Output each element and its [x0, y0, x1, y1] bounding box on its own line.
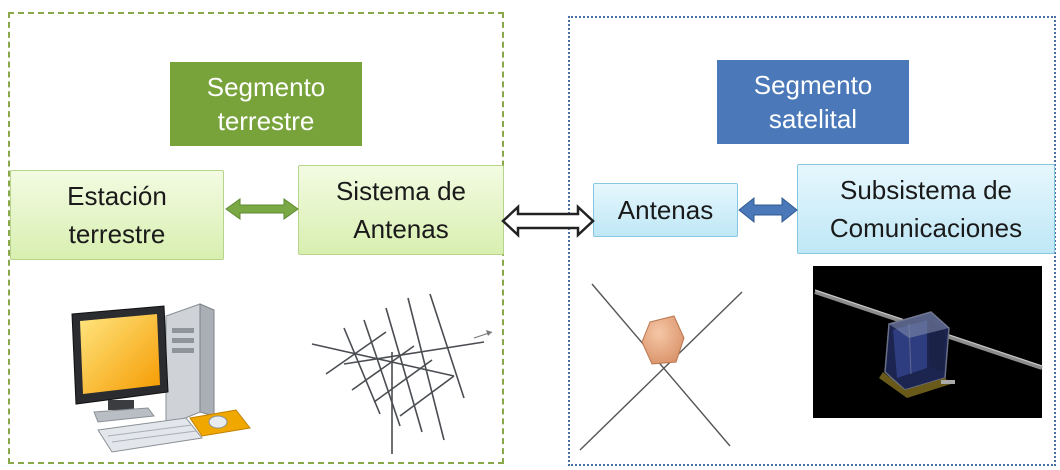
antenna-system-line-2: Antenas: [353, 214, 449, 244]
space-segment-frame: [568, 16, 1056, 466]
ground-title-line-2: terrestre: [217, 106, 315, 136]
desktop-computer-icon: [71, 303, 251, 453]
antenna-system-node: Sistema de Antenas: [298, 165, 504, 255]
ground-station-node: Estación terrestre: [10, 170, 224, 260]
satellite-antennas-node: Antenas: [593, 183, 738, 237]
ground-station-line-1: Estación: [67, 181, 167, 211]
antenna-system-line-1: Sistema de: [335, 176, 467, 206]
satellite-antennas-label: Antenas: [617, 195, 714, 225]
satellite-photo: [813, 266, 1043, 418]
ground-station-line-2: terrestre: [68, 219, 166, 249]
yagi-antenna-icon: [311, 293, 493, 454]
space-segment-title: Segmento satelital: [717, 60, 909, 144]
ground-title-line-1: Segmento: [206, 72, 326, 102]
ground-segment-title: Segmento terrestre: [170, 62, 362, 146]
green-double-arrow: [225, 198, 299, 220]
cross-dipole-antenna-icon: [579, 283, 743, 451]
comms-subsystem-node: Subsistema de Comunicaciones: [797, 164, 1055, 254]
comms-subsystem-line-1: Subsistema de: [840, 175, 1012, 205]
blue-double-arrow: [738, 196, 798, 224]
space-title-line-2: satelital: [768, 104, 858, 134]
outline-double-arrow: [501, 204, 595, 238]
space-title-line-1: Segmento: [753, 70, 873, 100]
comms-subsystem-line-2: Comunicaciones: [829, 213, 1023, 243]
